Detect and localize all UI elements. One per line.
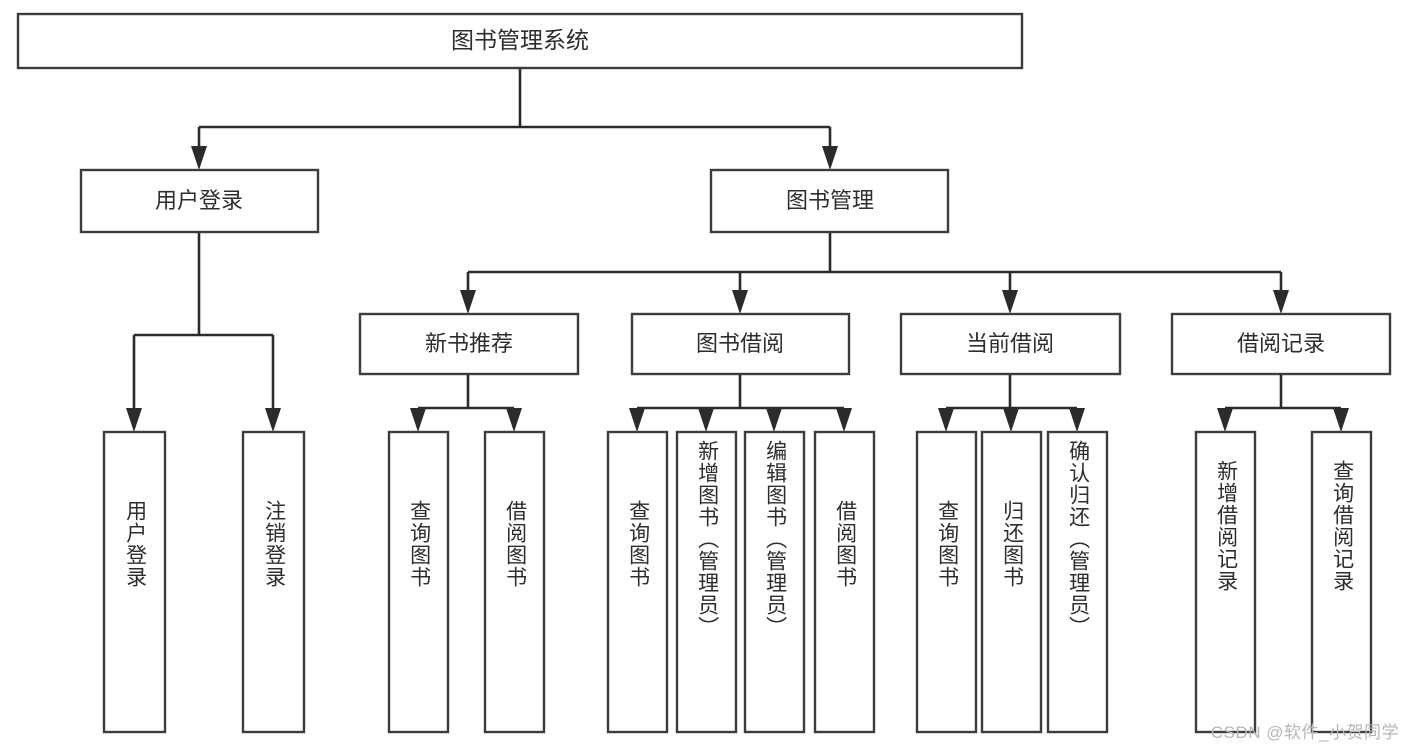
leaf-box-borrow-book-1[interactable] xyxy=(483,430,546,734)
arrow-head-icon xyxy=(938,408,954,432)
arrow-head-icon xyxy=(1069,408,1085,432)
arrow-head-icon xyxy=(698,408,714,432)
connector-group-root xyxy=(191,68,838,170)
connector-group-user-login xyxy=(126,232,281,432)
arrow-head-icon xyxy=(126,408,142,432)
arrow-head-icon xyxy=(629,408,645,432)
connector-group-new-book xyxy=(410,374,522,432)
node-current-borrow-box[interactable] xyxy=(899,312,1122,376)
arrow-head-icon xyxy=(732,290,748,314)
node-book-borrow[interactable]: 图书借阅 xyxy=(630,312,851,376)
arrow-head-icon xyxy=(191,146,207,170)
leaf-box-query-book-3[interactable] xyxy=(915,430,978,734)
node-user-login-box[interactable] xyxy=(79,168,320,234)
connector-group-book-manage xyxy=(460,232,1289,314)
leaf-box-add-book[interactable] xyxy=(675,430,738,734)
leaf-box-query-record[interactable] xyxy=(1310,430,1373,734)
node-current-borrow-label: 当前借阅 xyxy=(966,331,1054,356)
node-current-borrow[interactable]: 当前借阅 xyxy=(899,312,1122,376)
leaf-box-add-record[interactable] xyxy=(1194,430,1257,734)
arrow-head-icon xyxy=(1217,408,1233,432)
arrow-head-icon xyxy=(1003,408,1019,432)
node-book-manage-box[interactable] xyxy=(709,168,950,234)
arrow-head-icon xyxy=(506,408,522,432)
leaf-box-edit-book[interactable] xyxy=(743,430,806,734)
node-borrow-record[interactable]: 借阅记录 xyxy=(1170,312,1392,376)
arrow-head-icon xyxy=(1333,408,1349,432)
node-root-box[interactable] xyxy=(16,12,1024,70)
connector-group-borrow-record xyxy=(1217,374,1349,432)
arrow-head-icon xyxy=(1273,290,1289,314)
node-new-book-recommend[interactable]: 新书推荐 xyxy=(358,312,580,376)
csdn-watermark: CSDN @软件_小贺同学 xyxy=(1210,723,1399,742)
arrow-head-icon xyxy=(766,408,782,432)
node-book-manage[interactable]: 图书管理 xyxy=(709,168,950,234)
node-book-borrow-label: 图书借阅 xyxy=(696,331,784,356)
leaf-box-query-book-2[interactable] xyxy=(606,430,669,734)
leaf-box-return-book[interactable] xyxy=(980,430,1043,734)
node-root[interactable]: 图书管理系统 xyxy=(16,12,1024,70)
node-root-label: 图书管理系统 xyxy=(451,27,589,53)
node-user-login-label: 用户登录 xyxy=(155,188,243,213)
arrow-head-icon xyxy=(460,290,476,314)
node-borrow-record-label: 借阅记录 xyxy=(1237,331,1325,356)
node-user-login[interactable]: 用户登录 xyxy=(79,168,320,234)
leaf-boxes xyxy=(102,430,1373,734)
connector-group-book-borrow xyxy=(629,374,852,432)
arrow-head-icon xyxy=(836,408,852,432)
leaf-box-user-logout[interactable] xyxy=(241,430,306,734)
connector-group-current-borrow xyxy=(938,374,1085,432)
leaf-box-borrow-book-2[interactable] xyxy=(813,430,876,734)
arrow-head-icon xyxy=(1002,290,1018,314)
leaf-box-confirm-return[interactable] xyxy=(1046,430,1109,734)
node-book-manage-label: 图书管理 xyxy=(786,188,874,213)
arrow-head-icon xyxy=(265,408,281,432)
leaf-box-user-login[interactable] xyxy=(102,430,167,734)
node-new-book-recommend-label: 新书推荐 xyxy=(425,331,513,356)
leaf-box-query-book-1[interactable] xyxy=(387,430,450,734)
node-book-borrow-box[interactable] xyxy=(630,312,851,376)
arrow-head-icon xyxy=(822,146,838,170)
node-borrow-record-box[interactable] xyxy=(1170,312,1392,376)
node-new-book-recommend-box[interactable] xyxy=(358,312,580,376)
arrow-head-icon xyxy=(410,408,426,432)
